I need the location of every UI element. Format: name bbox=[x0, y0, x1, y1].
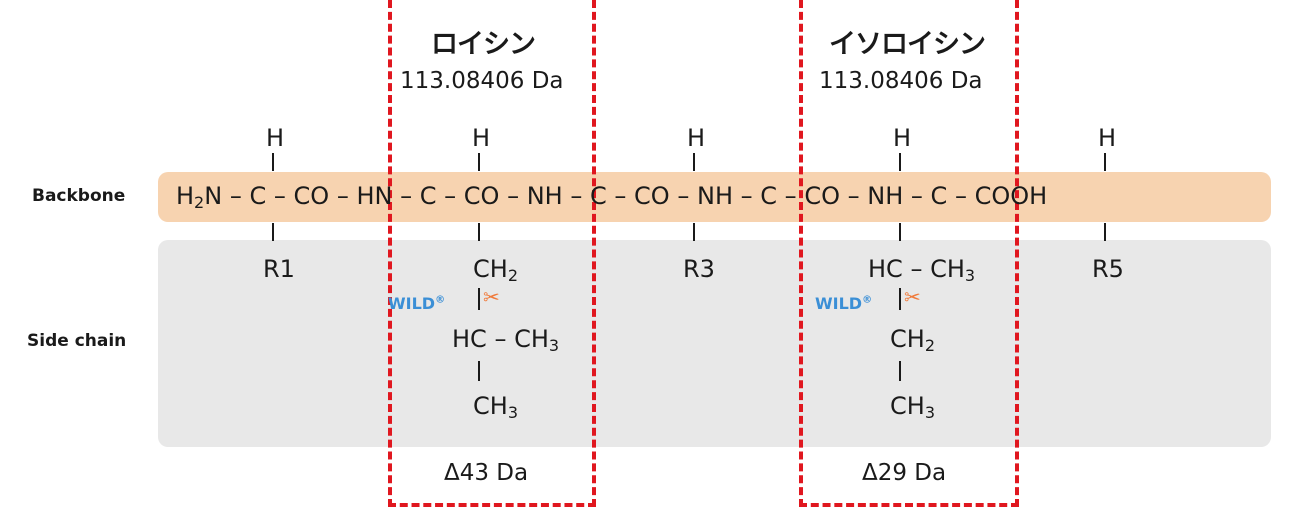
h-atom-4: H bbox=[893, 124, 912, 152]
ile-ch3: CH3 bbox=[890, 392, 935, 422]
bond-h-5 bbox=[1104, 153, 1106, 171]
carbonyl-4: CO bbox=[804, 182, 840, 210]
alpha-carbon-5: C bbox=[930, 182, 948, 210]
bond-r-2 bbox=[478, 223, 480, 241]
h-atom-1: H bbox=[266, 124, 285, 152]
amide-3: NH bbox=[526, 182, 563, 210]
side-chain-label: Side chain bbox=[27, 331, 127, 351]
amide-5: NH bbox=[867, 182, 904, 210]
isoleucine-box bbox=[799, 0, 1019, 507]
bond-r-5 bbox=[1104, 223, 1106, 241]
leu-bond-1 bbox=[478, 288, 480, 310]
bond-r-1 bbox=[272, 223, 274, 241]
leu-hc-ch3: HC – CH3 bbox=[452, 325, 560, 355]
amide-4: NH bbox=[696, 182, 733, 210]
ile-bond-2 bbox=[899, 361, 901, 381]
leucine-mass: 113.08406 Da bbox=[400, 68, 564, 94]
ile-ch2: CH2 bbox=[890, 325, 935, 355]
backbone-band bbox=[158, 172, 1271, 222]
carbonyl-3: CO bbox=[634, 182, 670, 210]
r3-label: R3 bbox=[683, 255, 715, 283]
backbone-label: Backbone bbox=[32, 186, 126, 206]
ile-bond-1 bbox=[899, 288, 901, 310]
scissors-icon: ✂ bbox=[483, 285, 500, 309]
leucine-title: ロイシン bbox=[431, 29, 536, 60]
wild-label-leucine: WILD® bbox=[388, 294, 446, 313]
r5-label: R5 bbox=[1092, 255, 1124, 283]
alpha-carbon-4: C bbox=[760, 182, 778, 210]
alpha-carbon-3: C bbox=[590, 182, 607, 210]
side-chain-band bbox=[158, 240, 1271, 447]
leucine-box bbox=[388, 0, 596, 507]
bond-h-1 bbox=[272, 153, 274, 171]
leu-bond-2 bbox=[478, 361, 480, 381]
bond-h-4 bbox=[899, 153, 901, 171]
isoleucine-title: イソロイシン bbox=[829, 29, 986, 60]
n-terminus: H2N bbox=[176, 182, 223, 212]
h-atom-2: H bbox=[472, 124, 491, 152]
bond-h-3 bbox=[693, 153, 695, 171]
bond-h-2 bbox=[478, 153, 480, 171]
alpha-carbon-2: C bbox=[419, 182, 437, 210]
bond-r-3 bbox=[693, 223, 695, 241]
isoleucine-delta: Δ29 Da bbox=[862, 460, 947, 486]
ile-hc-ch3: HC – CH3 bbox=[868, 255, 976, 285]
h-atom-5: H bbox=[1098, 124, 1117, 152]
alpha-carbon-1: C bbox=[249, 182, 267, 210]
leucine-delta: Δ43 Da bbox=[444, 460, 529, 486]
leu-ch3: CH3 bbox=[473, 392, 518, 422]
carbonyl-1: CO bbox=[293, 182, 330, 210]
bond-r-4 bbox=[899, 223, 901, 241]
scissors-icon: ✂ bbox=[904, 285, 921, 309]
c-terminus: COOH bbox=[974, 182, 1048, 210]
backbone-chain: H2N – C – CO – HN – C – CO – NH – C – CO… bbox=[176, 182, 1048, 212]
r1-label: R1 bbox=[263, 255, 295, 283]
carbonyl-2: CO bbox=[463, 182, 500, 210]
wild-label-isoleucine: WILD® bbox=[815, 294, 873, 313]
amide-2: HN bbox=[356, 182, 393, 210]
leu-ch2: CH2 bbox=[473, 255, 518, 285]
h-atom-3: H bbox=[687, 124, 706, 152]
isoleucine-mass: 113.08406 Da bbox=[819, 68, 983, 94]
